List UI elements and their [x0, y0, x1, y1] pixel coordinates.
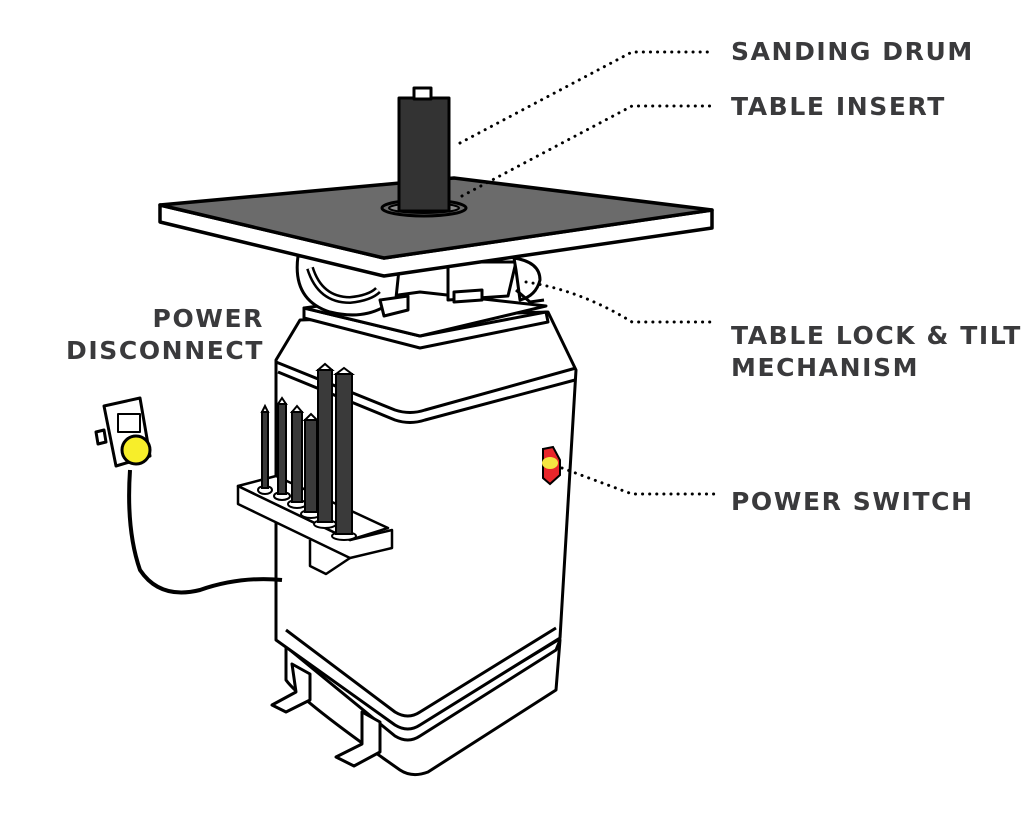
spindle	[291, 411, 303, 503]
spindle-tip	[315, 362, 335, 371]
callout-text: POWER SWITCH	[731, 487, 974, 516]
callout-sanding-drum: SANDING DRUM	[731, 36, 974, 68]
power-switch	[542, 445, 561, 486]
spindle	[317, 369, 333, 523]
callout-text: MECHANISM	[731, 353, 920, 382]
spindle	[304, 419, 318, 513]
leader-lines	[458, 50, 716, 496]
sanding-drum	[397, 86, 451, 213]
callout-table-lock-tilt: TABLE LOCK & TILT MECHANISM	[731, 320, 1022, 384]
spindle-tip	[333, 366, 355, 375]
spindle-tip	[276, 396, 288, 405]
callout-text: SANDING DRUM	[731, 37, 974, 66]
callout-text: TABLE LOCK & TILT	[731, 321, 1022, 350]
leader-sanding-drum	[458, 50, 716, 145]
table	[158, 176, 714, 278]
leader-power-switch	[560, 466, 716, 496]
callout-table-insert: TABLE INSERT	[731, 91, 946, 123]
spindle	[261, 411, 269, 489]
power-disconnect-box	[94, 396, 152, 468]
spindle	[335, 373, 353, 535]
spindle-tip	[289, 404, 305, 413]
feet	[270, 662, 382, 768]
callout-power-disconnect: POWER DISCONNECT	[66, 303, 264, 367]
leader-table-insert	[460, 104, 716, 198]
spindle-tip	[302, 412, 320, 421]
leader-table-tilt	[524, 280, 716, 324]
callout-text: DISCONNECT	[66, 336, 264, 365]
power-cord	[127, 469, 283, 595]
callout-power-switch: POWER SWITCH	[731, 486, 974, 518]
spindle-group	[257, 362, 357, 541]
spindle-tip	[260, 403, 270, 413]
callout-text: TABLE INSERT	[731, 92, 946, 121]
spindle	[277, 403, 287, 495]
callout-text: POWER	[152, 304, 264, 333]
